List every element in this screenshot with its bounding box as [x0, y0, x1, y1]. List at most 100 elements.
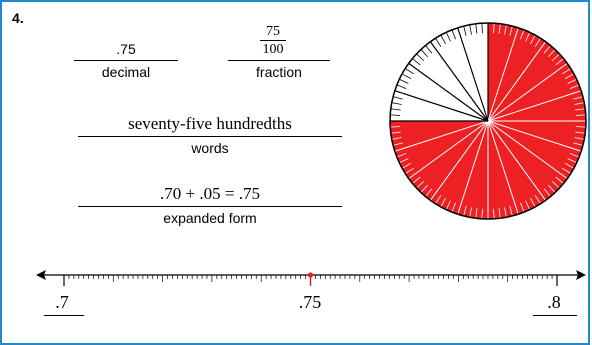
- circle-outline: [389, 22, 587, 220]
- circle-tick: [399, 158, 409, 164]
- circle-tick: [451, 29, 456, 40]
- circle-tick: [574, 102, 585, 105]
- circle-tick: [530, 197, 536, 208]
- circle-tick: [504, 24, 507, 35]
- circle-tick: [567, 158, 577, 164]
- circle-tick: [481, 23, 483, 34]
- circle-tick: [440, 197, 446, 208]
- circle-tick: [390, 108, 401, 111]
- expanded-answer: .70 + .05 = .75: [160, 184, 260, 203]
- words-label: words: [191, 140, 229, 156]
- shaded-sector: [488, 121, 546, 215]
- circle-tick: [391, 137, 402, 140]
- circle-tick: [520, 202, 525, 213]
- expanded-label: expanded form: [163, 210, 257, 226]
- shaded-sector: [488, 63, 582, 121]
- circle-tick: [425, 188, 433, 197]
- fraction-bar: [260, 40, 286, 41]
- shaded-sector: [408, 121, 488, 201]
- circle-tick: [551, 180, 560, 189]
- decimal-answer-line: [74, 60, 178, 61]
- circle-tick: [555, 176, 564, 184]
- sector-divider: [487, 27, 519, 122]
- circle-tick: [498, 208, 501, 219]
- circle-tick: [534, 38, 541, 47]
- circle-tick: [504, 207, 507, 218]
- circle-tick: [525, 32, 531, 42]
- circle-tick: [469, 207, 472, 218]
- circle-tick: [498, 23, 501, 34]
- circle-tick: [435, 195, 442, 204]
- circle-tick: [451, 202, 456, 213]
- circle-tick: [435, 38, 442, 47]
- circle-tick: [401, 163, 412, 169]
- number-line: [36, 270, 586, 286]
- left-arrow-icon: [36, 270, 46, 280]
- circle-tick: [405, 68, 414, 75]
- question-number: 4.: [12, 10, 24, 26]
- circle-tick: [569, 153, 580, 158]
- circle-tick: [445, 200, 451, 210]
- fraction-circle: [389, 22, 587, 220]
- circle-tick: [575, 108, 586, 111]
- circle-tick: [573, 142, 584, 146]
- circle-tick: [569, 84, 580, 89]
- circle-tick: [445, 32, 451, 42]
- circle-tick: [493, 208, 495, 219]
- circle-tick: [390, 126, 401, 128]
- left-label-line: [44, 315, 84, 316]
- sector-divider: [487, 120, 547, 201]
- circle-tick: [547, 49, 556, 58]
- sector-divider: [487, 120, 568, 180]
- fraction-denominator: 100: [262, 42, 284, 57]
- circle-tick: [520, 29, 525, 40]
- expanded-answer-line: [78, 206, 342, 207]
- number-line-right-label: .8: [547, 292, 561, 312]
- right-label-line: [533, 315, 577, 316]
- shaded-sector: [488, 121, 568, 201]
- circle-tick: [420, 184, 429, 193]
- circle-tick: [401, 73, 412, 79]
- circle-tick: [475, 208, 478, 219]
- marker-dot: [307, 272, 314, 278]
- unshaded-sector: [408, 41, 488, 121]
- circle-tick: [534, 195, 541, 204]
- words-answer: seventy-five hundredths: [128, 114, 292, 133]
- circle-tick: [562, 68, 571, 75]
- circle-tick: [543, 45, 551, 54]
- shaded-sector: [430, 121, 488, 215]
- circle-tick: [493, 23, 495, 34]
- circle-tick: [530, 34, 536, 45]
- sector-divider: [487, 90, 582, 122]
- circle-tick: [390, 131, 401, 134]
- sector-divider: [408, 120, 489, 180]
- sector-divider: [457, 120, 489, 215]
- circle-tick: [396, 153, 407, 158]
- circle-tick: [469, 24, 472, 35]
- circle-tick: [420, 49, 429, 58]
- circle-tick: [543, 188, 551, 197]
- circle-tick: [392, 142, 403, 146]
- decimal-answer: .75: [116, 41, 136, 57]
- circle-tick: [551, 53, 560, 62]
- circle-tick-marks: [390, 23, 586, 219]
- shaded-sector: [488, 121, 582, 179]
- circle-tick: [396, 84, 407, 89]
- number-line-middle-label: .75: [298, 292, 322, 312]
- sector-divider: [394, 120, 489, 152]
- unshaded-sector: [430, 27, 488, 121]
- circle-tick: [390, 114, 401, 116]
- shaded-sector: [488, 41, 568, 121]
- sector-divider: [487, 120, 582, 152]
- shaded-sector: [488, 27, 546, 121]
- circle-tick: [475, 23, 478, 34]
- circle-tick: [463, 206, 467, 217]
- circle-tick: [562, 167, 571, 174]
- sector-divider: [487, 62, 568, 122]
- circle-tick: [425, 45, 433, 54]
- circle-tick: [509, 206, 513, 217]
- sector-divider: [429, 41, 489, 122]
- circle-tick: [574, 137, 585, 140]
- circle-tick: [575, 126, 586, 128]
